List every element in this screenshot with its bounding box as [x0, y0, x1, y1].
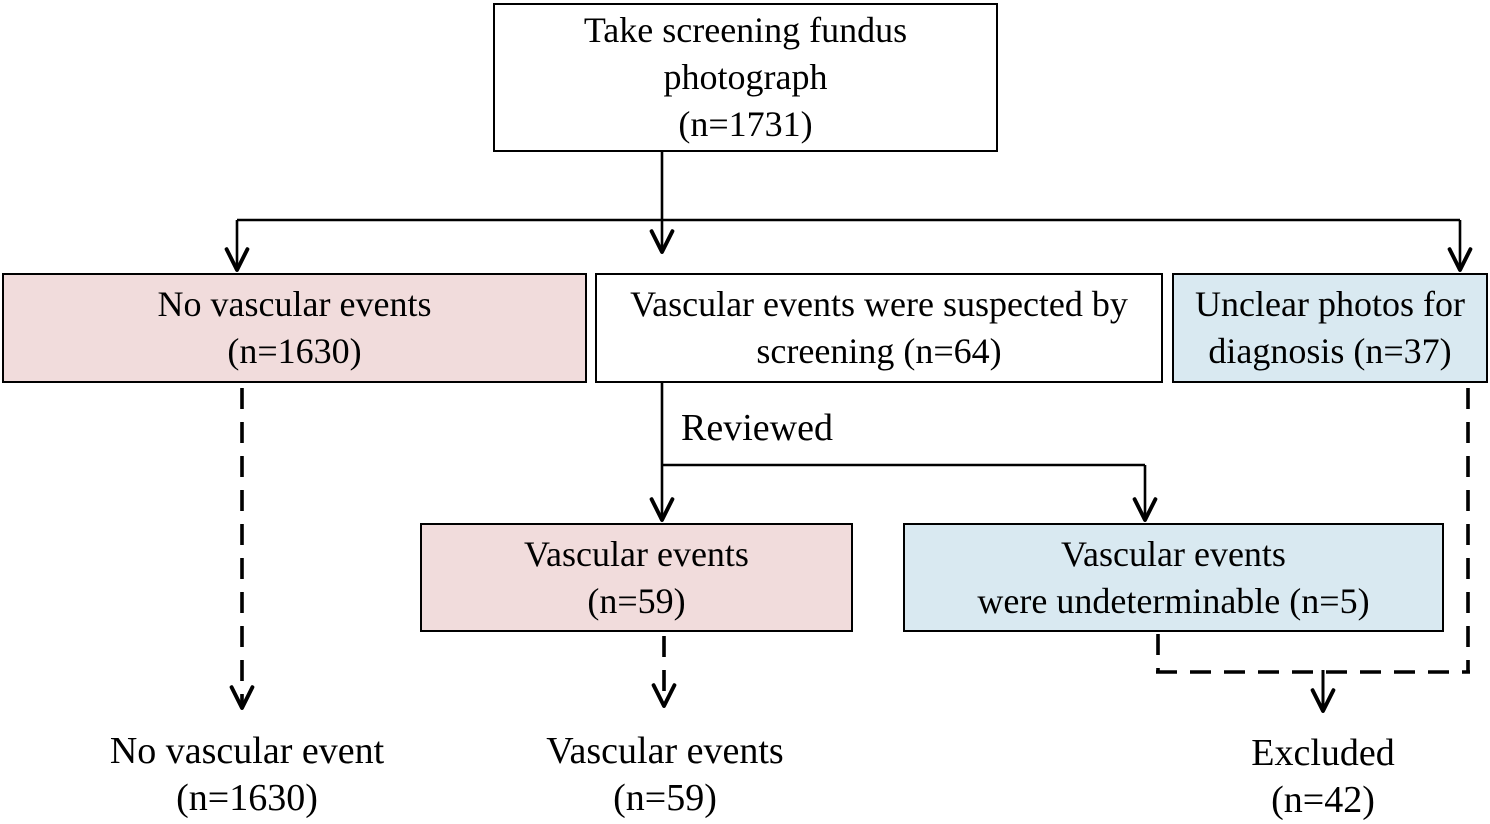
node-screening-line2: photograph: [663, 57, 828, 97]
terminal-vascular-events-line1: Vascular events: [546, 730, 784, 772]
node-screening: Take screening fundus photograph (n=1731…: [493, 3, 998, 152]
terminal-no-vascular-event-line2: (n=1630): [176, 777, 318, 819]
node-vascular-events-59: Vascular events (n=59): [420, 523, 853, 632]
node-vascular-events-59-line2: (n=59): [587, 580, 686, 621]
terminal-excluded: Excluded (n=42): [1251, 730, 1395, 824]
node-no-vascular-events: No vascular events (n=1630): [2, 273, 587, 383]
edge-label-reviewed: Reviewed: [681, 407, 833, 449]
terminal-excluded-line1: Excluded: [1251, 732, 1395, 774]
terminal-vascular-events-line2: (n=59): [613, 777, 717, 819]
node-no-vascular-events-line1: No vascular events: [157, 284, 432, 324]
node-screening-line3: (n=1731): [678, 104, 813, 144]
terminal-excluded-line2: (n=42): [1271, 779, 1375, 821]
node-suspected-line2: screening (n=64): [756, 331, 1002, 371]
node-screening-line1: Take screening fundus: [583, 10, 908, 50]
node-unclear-photos: Unclear photos for diagnosis (n=37): [1172, 273, 1488, 383]
terminal-no-vascular-event-line1: No vascular event: [109, 730, 385, 772]
node-undeterminable-line1: Vascular events: [1061, 533, 1286, 574]
node-unclear-photos-line2: diagnosis (n=37): [1208, 331, 1452, 371]
node-vascular-events-59-line1: Vascular events: [524, 533, 749, 574]
node-undeterminable-line2: were undeterminable (n=5): [977, 580, 1370, 621]
terminal-no-vascular-event: No vascular event (n=1630): [110, 728, 384, 822]
node-unclear-photos-line1: Unclear photos for: [1195, 284, 1465, 324]
terminal-vascular-events: Vascular events (n=59): [546, 728, 783, 822]
node-suspected-line1: Vascular events were suspected by: [630, 284, 1128, 324]
node-suspected: Vascular events were suspected by screen…: [595, 273, 1163, 383]
node-no-vascular-events-line2: (n=1630): [227, 331, 362, 371]
node-undeterminable: Vascular events were undeterminable (n=5…: [903, 523, 1444, 632]
